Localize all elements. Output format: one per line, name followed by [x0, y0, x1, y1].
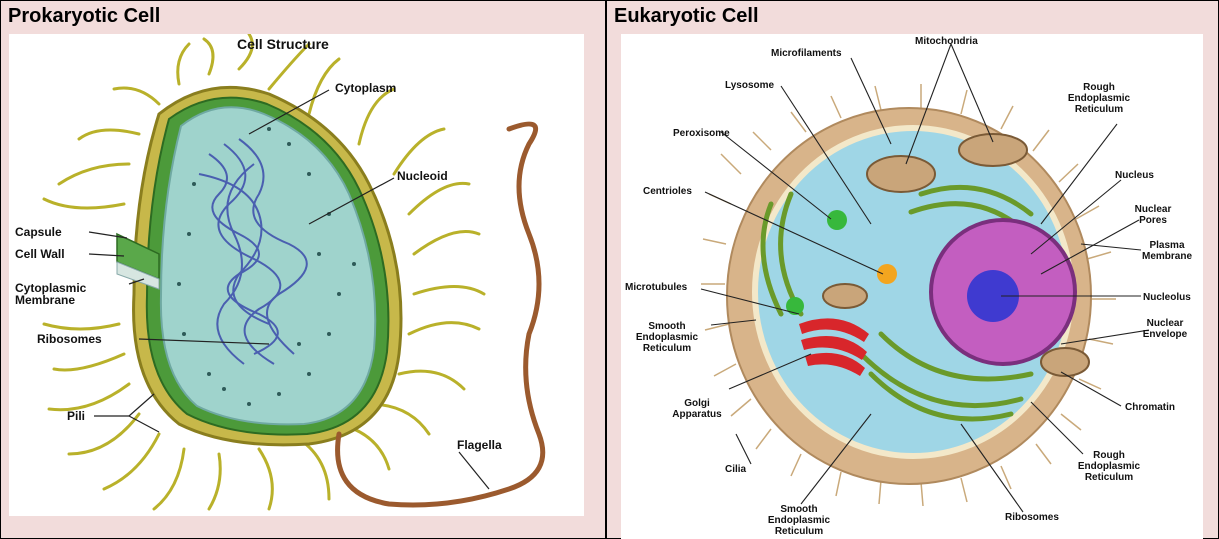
label-nucleus: Nucleus [1115, 170, 1154, 181]
label-cell-wall: Cell Wall [15, 247, 65, 261]
prokaryotic-title: Prokaryotic Cell [8, 5, 160, 28]
label-chromatin: Chromatin [1125, 402, 1175, 413]
eukaryotic-panel: Eukaryotic Cell [606, 0, 1219, 539]
eukaryotic-diagram: Mitochondria Microfilaments Lysosome Rou… [621, 34, 1203, 539]
label-membrane: Membrane [15, 293, 75, 307]
eukaryotic-svg: Mitochondria Microfilaments Lysosome Rou… [621, 34, 1203, 539]
prokaryotic-svg: Cell Structure Cytoplasm Nucleoid Capsul… [9, 34, 584, 516]
label-rer-top-2: Endoplasmic [1068, 93, 1131, 104]
prokaryotic-diagram: Cell Structure Cytoplasm Nucleoid Capsul… [9, 34, 584, 516]
label-ser-left-1: Smooth [648, 321, 685, 332]
label-golgi-1: Golgi [684, 398, 710, 409]
label-nuclear-pores-1: Nuclear [1135, 204, 1172, 215]
label-rer-bottom-3: Reticulum [1085, 472, 1133, 483]
small-vesicle-shape [786, 297, 804, 315]
label-microfilaments: Microfilaments [771, 48, 842, 59]
label-mitochondria: Mitochondria [915, 36, 978, 47]
label-nuclear-pores-2: Pores [1139, 215, 1167, 226]
label-ribosomes: Ribosomes [37, 332, 102, 346]
label-rer-bottom-1: Rough [1093, 450, 1125, 461]
label-microtubules: Microtubules [625, 282, 688, 293]
label-rer-top-1: Rough [1083, 82, 1115, 93]
prokaryotic-panel: Prokaryotic Cell [0, 0, 606, 539]
label-flagella: Flagella [457, 438, 502, 452]
label-rer-bottom-2: Endoplasmic [1078, 461, 1141, 472]
label-nuclear-envelope-2: Envelope [1143, 329, 1188, 340]
eukaryotic-title: Eukaryotic Cell [614, 5, 759, 28]
label-ribosomes-eu: Ribosomes [1005, 512, 1059, 523]
label-plasma-membrane-1: Plasma [1149, 240, 1184, 251]
label-nuclear-envelope-1: Nuclear [1147, 318, 1184, 329]
label-cytoplasm: Cytoplasm [335, 81, 396, 95]
label-ser-left-3: Reticulum [643, 343, 691, 354]
label-nucleolus: Nucleolus [1143, 292, 1191, 303]
label-centrioles: Centrioles [643, 186, 692, 197]
label-capsule: Capsule [15, 225, 62, 239]
label-ser-left-2: Endoplasmic [636, 332, 699, 343]
label-cilia: Cilia [725, 464, 747, 475]
label-rer-top-3: Reticulum [1075, 104, 1123, 115]
label-peroxisome: Peroxisome [673, 128, 730, 139]
centriole-shape [877, 264, 897, 284]
label-ser-bottom-1: Smooth [780, 504, 817, 515]
cell-structure-title: Cell Structure [237, 36, 329, 52]
label-pili: Pili [67, 409, 85, 423]
label-nucleoid: Nucleoid [397, 169, 448, 183]
label-lysosome: Lysosome [725, 80, 775, 91]
label-plasma-membrane-2: Membrane [1142, 251, 1192, 262]
peroxisome-shape [827, 210, 847, 230]
label-ser-bottom-3: Reticulum [775, 526, 823, 537]
label-ser-bottom-2: Endoplasmic [768, 515, 831, 526]
label-golgi-2: Apparatus [672, 409, 722, 420]
